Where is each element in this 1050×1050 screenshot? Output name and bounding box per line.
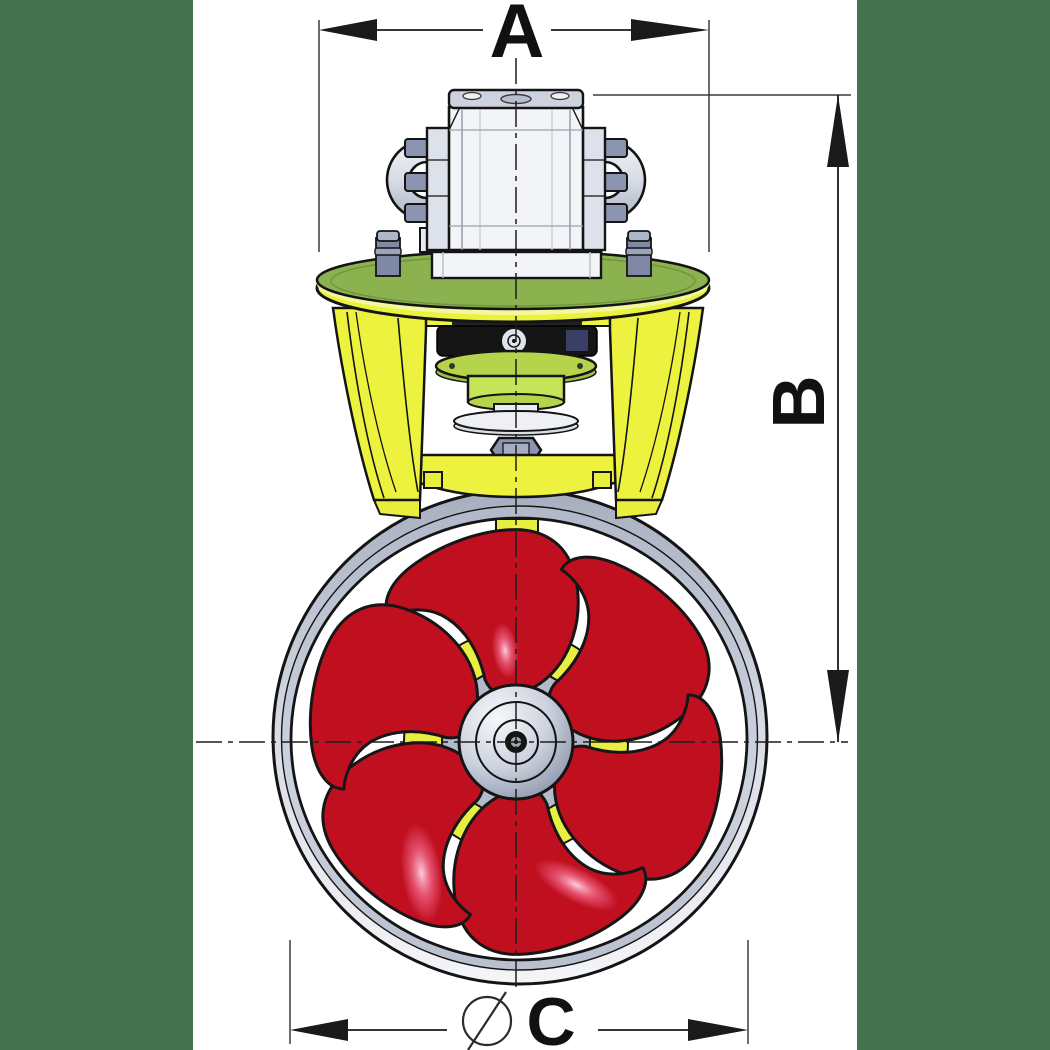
dim-c-arrow-right-icon xyxy=(688,1019,748,1041)
dimension-b-label: B xyxy=(757,375,840,428)
blade-sheen xyxy=(400,823,443,923)
dimension-a-label: A xyxy=(490,0,545,74)
top-plate-bolt xyxy=(462,91,482,101)
dim-a-arrow-left-icon xyxy=(319,19,377,41)
blade-sheen xyxy=(534,859,619,911)
flange-stud-right xyxy=(625,230,653,277)
bracket-step-left xyxy=(423,471,443,489)
diameter-symbol-icon xyxy=(461,991,513,1050)
flange-stud-left xyxy=(374,230,402,277)
bracket-leg-left xyxy=(331,306,428,502)
propeller-blade xyxy=(321,741,485,929)
thruster-unit xyxy=(271,88,769,986)
top-plate-bolt xyxy=(550,91,570,101)
coupling-accent xyxy=(566,330,588,351)
hydraulic-motor xyxy=(374,88,653,280)
dimension-a: A xyxy=(318,0,710,252)
dimension-b: B xyxy=(593,94,851,742)
dimension-c-label: C xyxy=(526,984,575,1050)
dimension-c: C xyxy=(289,940,749,1050)
dim-c-arrow-left-icon xyxy=(290,1019,348,1041)
propeller-blades xyxy=(308,528,724,956)
tunnel-mid-edge xyxy=(280,505,759,971)
mounting-bracket xyxy=(331,305,705,520)
bracket-step-right xyxy=(592,471,612,489)
propeller xyxy=(308,518,724,956)
blade-sheen xyxy=(491,622,519,679)
bracket-leg-right xyxy=(608,306,705,502)
dim-b-arrow-top-icon xyxy=(827,95,849,167)
dim-b-arrow-bottom-icon xyxy=(827,670,849,742)
centerlines xyxy=(196,58,848,992)
pipe-fittings-right xyxy=(601,138,628,223)
mounting-flange xyxy=(315,249,711,324)
pipe-fittings-left xyxy=(404,138,431,223)
dim-a-arrow-right-icon xyxy=(631,19,709,41)
